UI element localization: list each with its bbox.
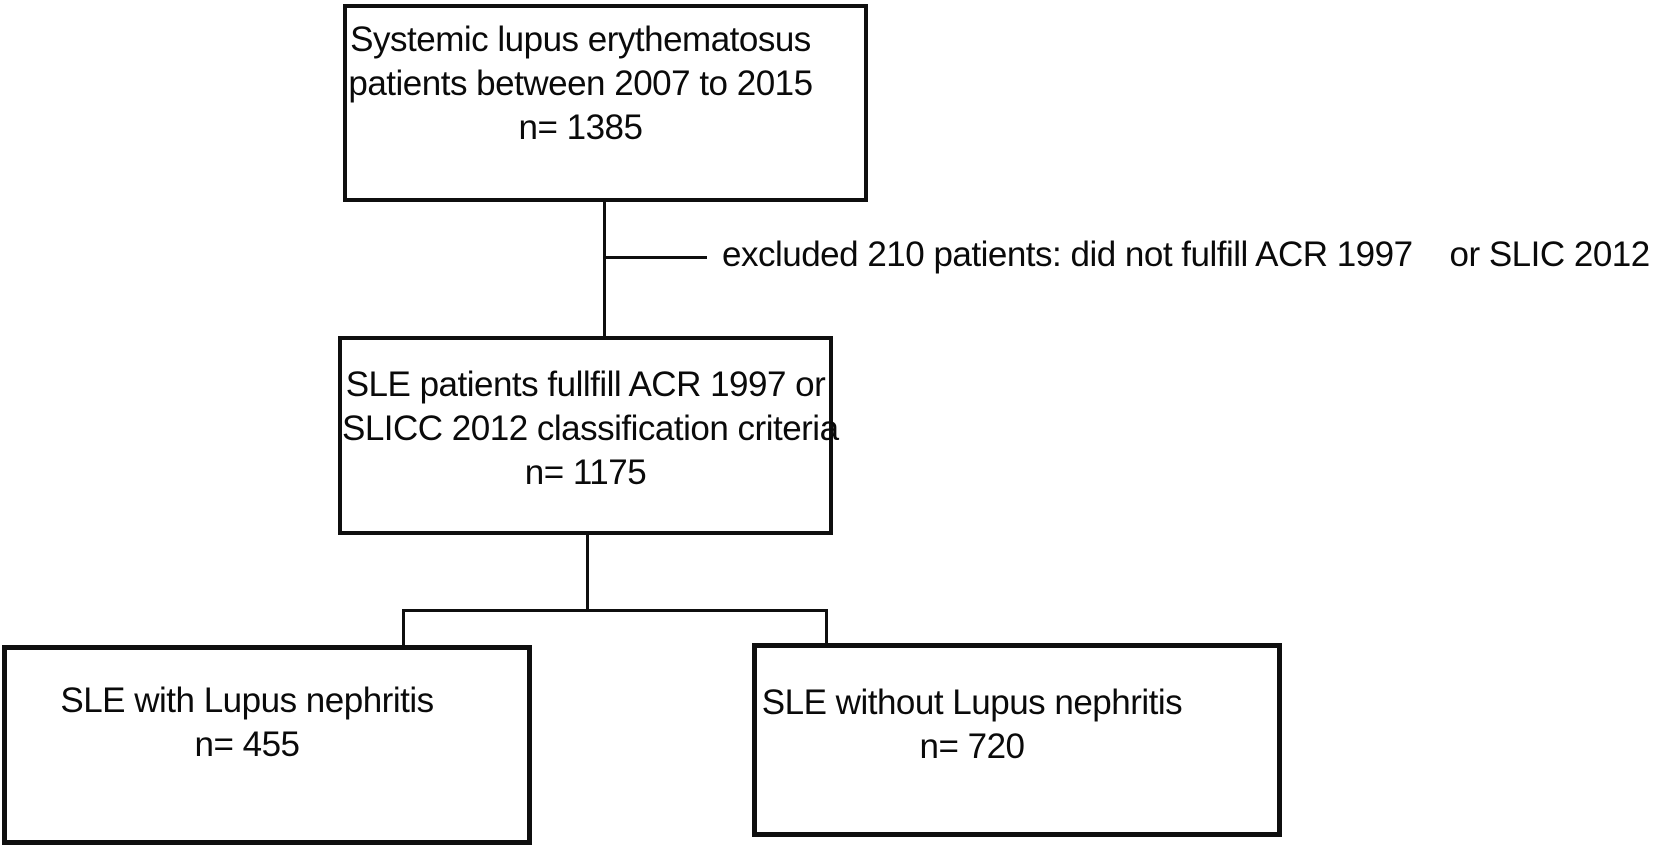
node-total-line-2: patients between 2007 to 2015 [348,64,813,103]
node-total-line-1: Systemic lupus erythematosus [350,20,811,59]
node-eligible-line-1: SLE patients fullfill ACR 1997 or [345,365,826,404]
connector-total-to-eligible [603,202,606,336]
exclusion-label: excluded 210 patients: did not fulfill A… [722,235,1650,274]
node-eligible-line-2: SLICC 2012 classification criteria [342,409,839,448]
connector-branch-right-stub [825,609,828,643]
connector-eligible-to-branch [586,535,589,611]
node-total-patients: Systemic lupus erythematosus patients be… [343,4,868,202]
node-eligible-count: n= 1175 [524,453,647,492]
node-with-nephritis: SLE with Lupus nephritis n= 455 [2,645,532,845]
node-with-nephritis-line-1: SLE with Lupus nephritis [60,681,434,720]
connector-exclusion-tick [605,256,707,259]
node-with-nephritis-count: n= 455 [194,725,300,764]
node-without-nephritis-count: n= 720 [919,727,1025,766]
connector-branch-horizontal [402,609,828,612]
node-without-nephritis: SLE without Lupus nephritis n= 720 [752,643,1282,837]
node-without-nephritis-line-1: SLE without Lupus nephritis [761,683,1183,722]
node-eligible-patients: SLE patients fullfill ACR 1997 or SLICC … [338,336,839,535]
node-total-count: n= 1385 [518,108,644,147]
connector-branch-left-stub [402,609,405,645]
